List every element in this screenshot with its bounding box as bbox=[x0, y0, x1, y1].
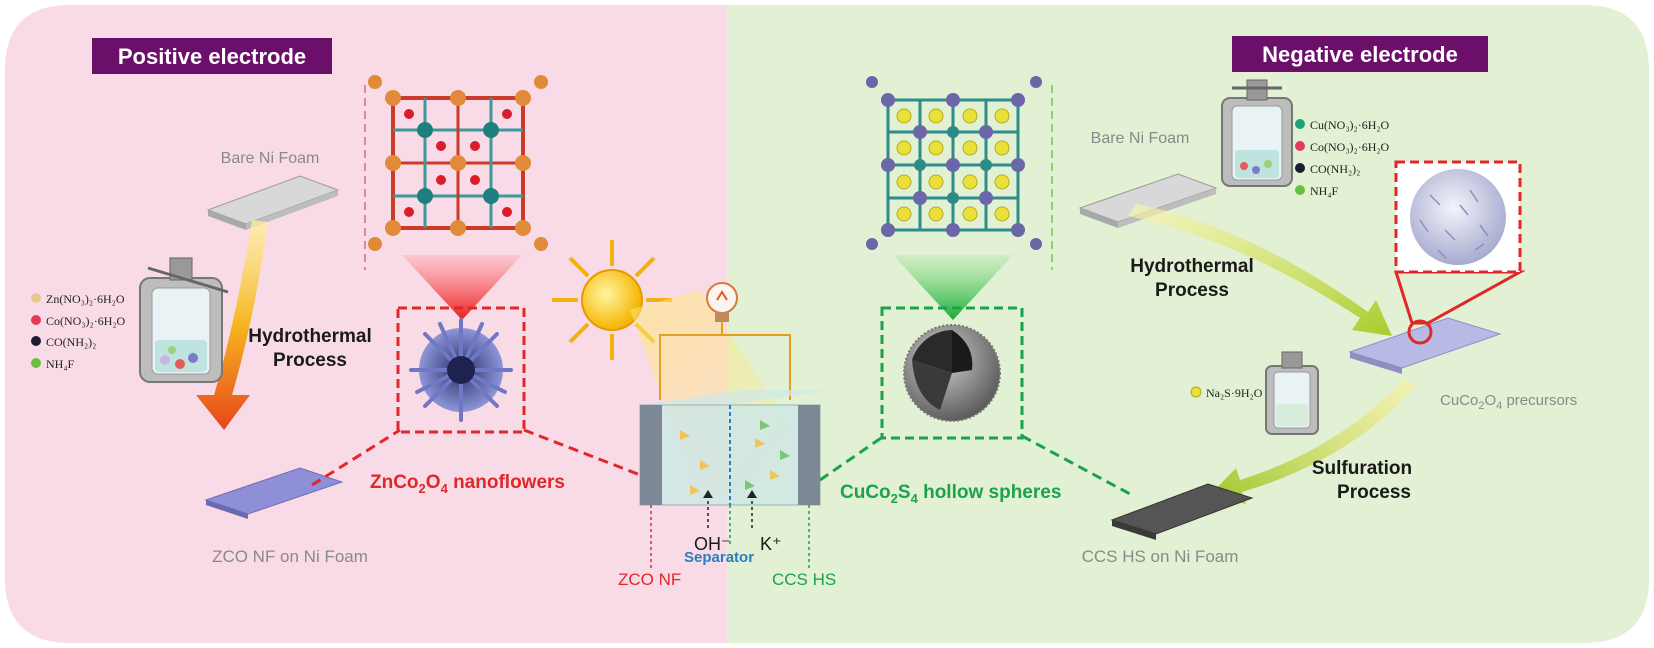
right-crystal-lattice-icon bbox=[866, 76, 1042, 250]
precursor-sphere-icon bbox=[1410, 169, 1506, 265]
right-foam-label: CCS HS on Ni Foam bbox=[1082, 547, 1239, 566]
right-reagent-list: Cu(NO₃)₂·6H₂O Co(NO₃)₂·6H₂O CO(NH₂)₂ NH₄… bbox=[1295, 118, 1390, 198]
sulf-line1: Sulfuration bbox=[1312, 458, 1412, 479]
na2s-dot bbox=[1190, 386, 1202, 398]
right-connector-1 bbox=[819, 434, 885, 482]
right-zoom-cone bbox=[893, 255, 1013, 320]
device-cell bbox=[639, 390, 830, 506]
left-process-line1: Hydrothermal bbox=[248, 326, 372, 347]
left-product-label: ZnCo2O4 nanoflowers bbox=[370, 472, 565, 496]
svg-text:Positive electrode: Positive electrode bbox=[118, 44, 306, 69]
negative-title: Negative electrode bbox=[1232, 36, 1488, 72]
separator-label: Separator bbox=[684, 549, 754, 566]
ccs-label: CCS HS bbox=[772, 570, 836, 589]
left-bare-foam-label: Bare Ni Foam bbox=[221, 150, 320, 167]
svg-text:Co(NO₃)₂·6H₂O: Co(NO₃)₂·6H₂O bbox=[1310, 140, 1390, 154]
sulf-line2: Process bbox=[1337, 482, 1411, 503]
positive-panel bbox=[5, 5, 727, 643]
svg-text:NH₄F: NH₄F bbox=[1310, 184, 1339, 198]
positive-title: Positive electrode bbox=[92, 38, 332, 74]
right-process-line1: Hydrothermal bbox=[1130, 256, 1254, 277]
na2s-label: Na₂S·9H₂O bbox=[1206, 386, 1263, 400]
right-autoclave-icon bbox=[1221, 79, 1293, 187]
left-zoom-box bbox=[396, 306, 526, 434]
oh-label: OH⁻ bbox=[694, 534, 731, 554]
right-ccs-foam bbox=[1110, 483, 1254, 540]
precursor-label: CuCo2O4 precursors bbox=[1440, 392, 1577, 412]
left-bare-foam bbox=[206, 175, 340, 230]
left-zoom-cone bbox=[402, 255, 522, 320]
right-bare-foam-label: Bare Ni Foam bbox=[1091, 130, 1190, 147]
left-process-line2: Process bbox=[273, 350, 347, 371]
hollow-sphere-icon bbox=[903, 324, 1001, 422]
left-foam-label: ZCO NF on Ni Foam bbox=[212, 547, 368, 566]
svg-text:NH₄F: NH₄F bbox=[46, 357, 75, 371]
right-process-line2: Process bbox=[1155, 280, 1229, 301]
svg-text:CO(NH₂)₂: CO(NH₂)₂ bbox=[1310, 162, 1360, 176]
zco-label: ZCO NF bbox=[618, 570, 681, 589]
sun-icon bbox=[552, 240, 672, 360]
left-reagent-list: Zn(NO₃)₂·6H₂O Co(NO₃)₂·6H₂O CO(NH₂)₂ NH₄… bbox=[31, 292, 126, 371]
left-zco-foam bbox=[204, 467, 344, 519]
svg-text:Zn(NO₃)₂·6H₂O: Zn(NO₃)₂·6H₂O bbox=[46, 292, 125, 306]
svg-text:Co(NO₃)₂·6H₂O: Co(NO₃)₂·6H₂O bbox=[46, 314, 126, 328]
svg-text:Cu(NO₃)₂·6H₂O: Cu(NO₃)₂·6H₂O bbox=[1310, 118, 1390, 132]
light-bulb-icon bbox=[706, 282, 738, 322]
small-autoclave-icon bbox=[1265, 351, 1319, 435]
right-wire bbox=[721, 322, 791, 400]
left-connector-2 bbox=[523, 428, 649, 480]
svg-text:Negative electrode: Negative electrode bbox=[1262, 42, 1458, 67]
right-connector-2 bbox=[1021, 434, 1131, 496]
left-crystal-lattice-icon bbox=[368, 75, 548, 251]
left-autoclave-icon bbox=[139, 257, 229, 383]
zoom-circle bbox=[1407, 319, 1433, 345]
nanoflower-icon bbox=[409, 318, 513, 422]
svg-text:CO(NH₂)₂: CO(NH₂)₂ bbox=[46, 335, 96, 349]
k-label: K⁺ bbox=[760, 534, 782, 554]
left-connector-1 bbox=[311, 428, 401, 487]
right-process-arrow bbox=[1128, 204, 1392, 336]
right-zoom-box bbox=[880, 306, 1024, 440]
right-product-label: CuCo2S4 hollow spheres bbox=[840, 482, 1061, 506]
left-process-arrow bbox=[196, 220, 268, 430]
oh-arrow-head bbox=[703, 490, 713, 498]
k-arrow-head bbox=[747, 490, 757, 498]
